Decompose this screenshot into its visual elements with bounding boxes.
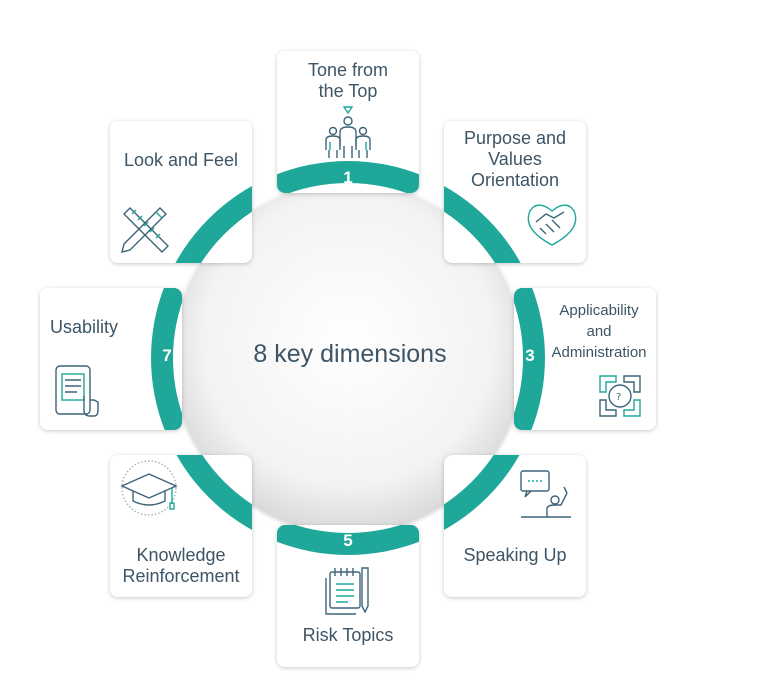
dimension-label-3: Applicability and Administration: [544, 300, 654, 363]
dimension-label-6: Knowledge Reinforcement: [110, 545, 252, 587]
dimension-number-4: 4: [465, 465, 475, 484]
dimension-label-2: Purpose and Values Orientation: [444, 128, 586, 191]
center-circle: [173, 183, 523, 533]
label-line: Applicability: [559, 302, 639, 319]
raised-hand-speech-icon: [520, 470, 571, 518]
label-line: Reinforcement: [122, 566, 240, 586]
dimension-number-6: 6: [221, 465, 231, 484]
graduation-cap-icon: [120, 460, 178, 516]
dimension-number-7: 7: [162, 346, 172, 365]
people-hierarchy-icon: [325, 106, 371, 158]
dimension-card-7: [40, 288, 182, 430]
pencil-ruler-icon: [121, 207, 169, 253]
dimension-label-8: Look and Feel: [110, 150, 252, 171]
label-line: Risk Topics: [302, 625, 394, 645]
label-line: Administration: [551, 344, 647, 361]
label-line: Orientation: [470, 170, 560, 190]
svg-text:?: ?: [616, 392, 621, 403]
dimension-label-4: Speaking Up: [444, 545, 586, 566]
label-line: Values: [488, 149, 542, 169]
label-line: Usability: [50, 317, 119, 337]
label-line: Knowledge: [136, 545, 226, 565]
dimension-number-3: 3: [525, 346, 535, 365]
label-line: Look and Feel: [123, 150, 239, 170]
tablet-touch-icon: [55, 365, 99, 417]
dimension-number-8: 8: [221, 237, 231, 256]
label-line: the Top: [318, 81, 378, 101]
dimension-card-8: [110, 121, 252, 263]
label-line: Tone from: [307, 60, 389, 80]
dimension-label-5: Risk Topics: [277, 625, 419, 646]
dimension-number-5: 5: [343, 531, 353, 550]
dimension-label-1: Tone from the Top: [277, 60, 419, 102]
label-line: Speaking Up: [463, 545, 567, 565]
label-line: Purpose and: [463, 128, 567, 148]
dimension-card-3: [514, 288, 656, 430]
dimension-card-2: [444, 121, 586, 263]
dimension-label-7: Usability: [50, 317, 130, 338]
checklist-pencil-icon: [325, 567, 369, 615]
dimension-number-2: 2: [465, 237, 475, 256]
process-cycle-icon: ?: [599, 375, 641, 417]
dimension-number-1: 1: [343, 168, 353, 187]
label-line: and: [586, 323, 612, 340]
dimension-card-1: [277, 51, 419, 193]
handshake-heart-icon: [527, 204, 577, 246]
center-title: 8 key dimensions: [253, 340, 447, 368]
